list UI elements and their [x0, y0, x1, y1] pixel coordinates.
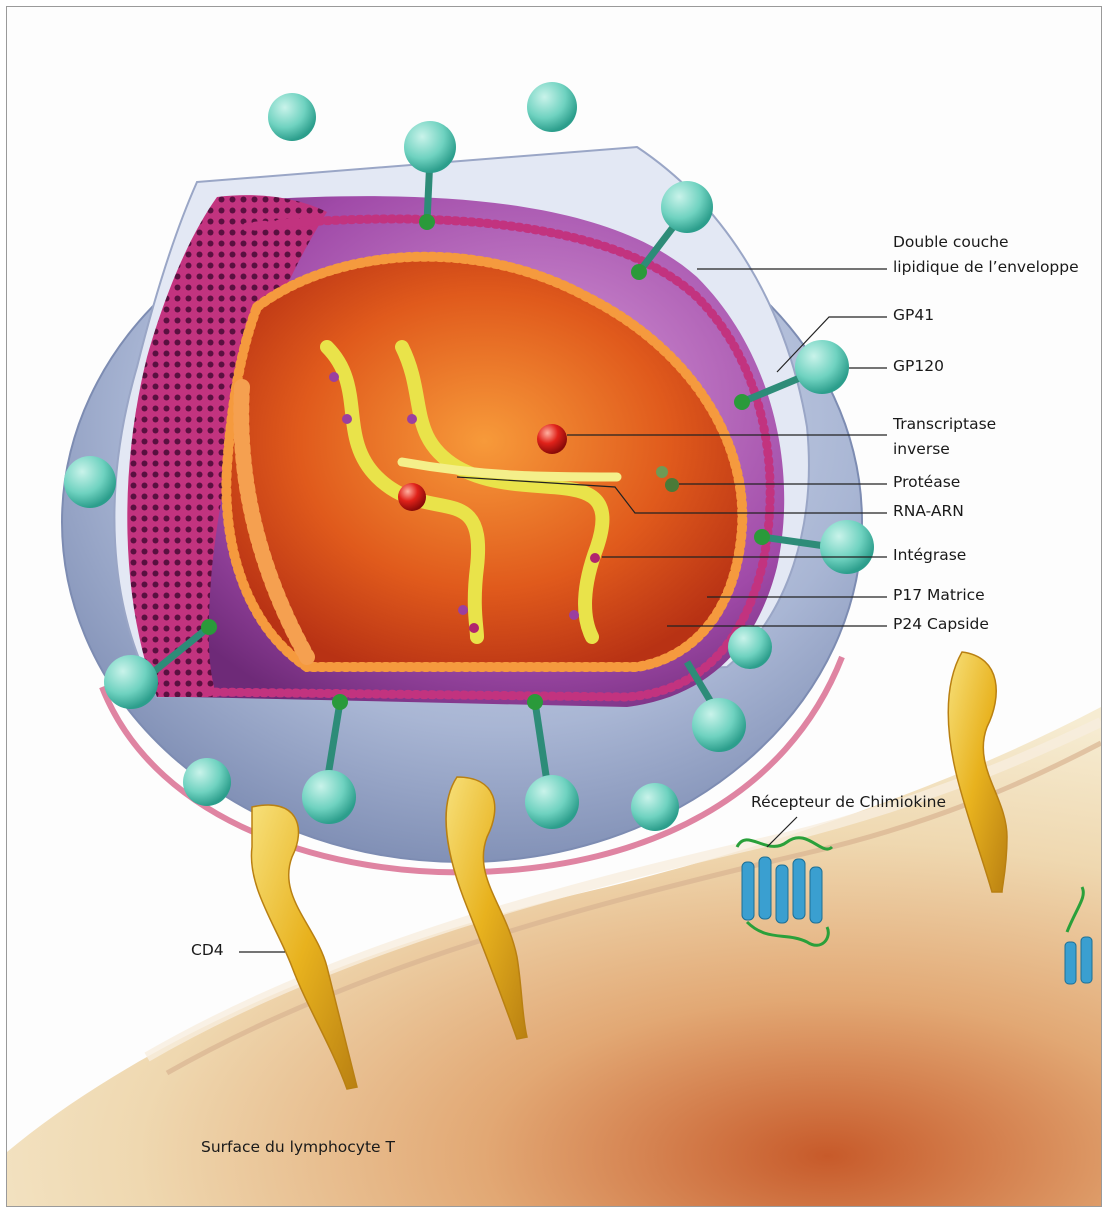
label-chemokine-receptor: Récepteur de Chimiokine — [751, 793, 946, 812]
label-envelope-line2: lipidique de l’enveloppe — [893, 258, 1079, 277]
label-protease: Protéase — [893, 473, 960, 492]
diagram-frame: Double couche lipidique de l’enveloppe G… — [6, 6, 1102, 1207]
label-envelope-line1: Double couche — [893, 233, 1009, 252]
label-p17-matrix: P17 Matrice — [893, 586, 985, 605]
virus-particle — [62, 147, 862, 872]
label-rna: RNA-ARN — [893, 502, 964, 521]
hiv-illustration — [7, 7, 1101, 1206]
label-reverse-transcriptase-line1: Transcriptase — [893, 415, 996, 434]
label-gp120: GP120 — [893, 357, 944, 376]
label-p24-capsid: P24 Capside — [893, 615, 989, 634]
label-integrase: Intégrase — [893, 546, 966, 565]
label-reverse-transcriptase-line2: inverse — [893, 440, 950, 459]
label-gp41: GP41 — [893, 306, 934, 325]
label-cd4: CD4 — [191, 941, 224, 960]
label-t-cell-surface: Surface du lymphocyte T — [201, 1138, 395, 1157]
